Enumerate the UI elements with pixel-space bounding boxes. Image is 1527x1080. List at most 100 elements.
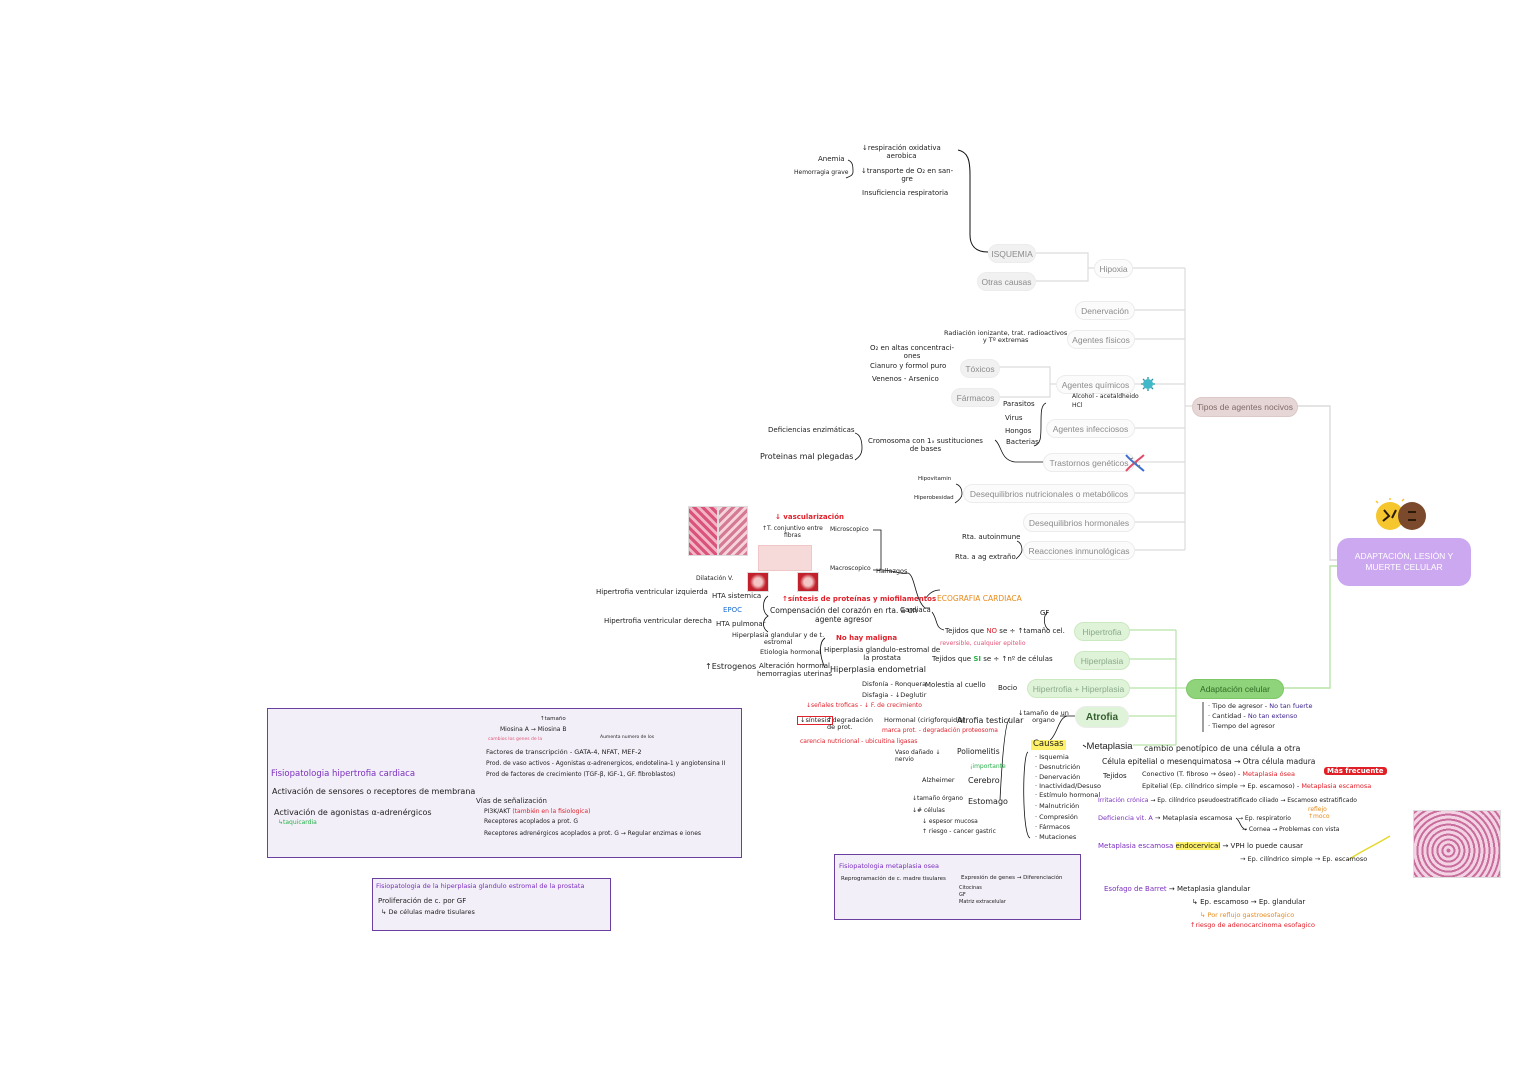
- root-node-adaptacion[interactable]: ADAPTACIÓN, LESIÓN Y MUERTE CELULAR: [1337, 538, 1471, 586]
- note-cardiaca: Cardiaca: [900, 606, 931, 614]
- branch-adaptacion-celular[interactable]: Adaptación celular: [1186, 679, 1284, 699]
- box-hipertrofia-aumenta: Aumenta numero de los: [600, 735, 655, 740]
- node-toxicos[interactable]: Tóxicos: [960, 359, 1000, 378]
- note-met-osea: Metaplasia ósea: [1242, 770, 1296, 778]
- heart-image-1: [747, 572, 769, 592]
- node-hipertrofia[interactable]: Hipertrofia: [1074, 622, 1130, 641]
- note-hiperplasia-endometrial: Hiperplasia endometrial: [830, 665, 927, 674]
- node-hipertrofia-hiperplasia[interactable]: Hipertrofia + Hiperplasia: [1027, 679, 1130, 698]
- node-hipoxia[interactable]: Hipoxia: [1094, 259, 1133, 278]
- note-hta-pulmonar: HTA pulmonar: [716, 620, 766, 628]
- branch-tipos-agentes-nocivos[interactable]: Tipos de agentes nocivos: [1192, 397, 1298, 417]
- box-prostata-line1: Proliferación de c. por GF: [378, 897, 467, 905]
- note-conectivo: Conectivo (T. fibroso → óseo) - Metaplas…: [1142, 770, 1296, 778]
- note-causa-4: · Inactividad/Desuso: [1035, 782, 1102, 790]
- node-agentes-fisicos[interactable]: Agentes físicos: [1067, 330, 1135, 349]
- note-transp2: gre: [901, 175, 913, 184]
- note-ta: No tan fuerte: [1269, 702, 1313, 710]
- note-transp1: ↓transporte de O₂ en san-: [861, 167, 954, 175]
- heart-diagram: [758, 545, 812, 571]
- note-senales: ↓señales troficas - ↓ F. de crecimiento: [806, 702, 922, 709]
- histology-image-1: [688, 506, 718, 556]
- note-alcohol: Alcohol - acetaldheido: [1072, 393, 1139, 400]
- note-disfonia: Disfonía - Ronquera: [862, 680, 927, 688]
- note-cromosoma1: Cromosoma con 1ₓ sustituciones: [868, 437, 983, 445]
- note-tipo-agresor: · Tipo de agresor - No tan fuerte: [1208, 702, 1313, 710]
- note-causa-7: · Compresión: [1035, 813, 1078, 821]
- note-o2: O₂ en altas concentraci-ones: [870, 344, 954, 360]
- note-hvi: Hipertrofia ventricular izquierda: [596, 588, 708, 596]
- note-hongos: Hongos: [1005, 427, 1032, 435]
- note-microscopico: Microscopico: [830, 526, 869, 533]
- node-otras-causas[interactable]: Otras causas: [977, 272, 1036, 291]
- note-carencia: carencia nutricional - ubicuitina ligasa…: [800, 738, 918, 745]
- brain-emoji-icon: [1370, 498, 1434, 532]
- note-riesgo-gastric: ↑ riesgo - cancer gastric: [922, 828, 996, 835]
- note-comp2: agente agresor: [815, 614, 873, 624]
- note-proteinas: Proteinas mal plegadas: [760, 452, 854, 461]
- note-ta-pre: · Tipo de agresor -: [1208, 702, 1268, 710]
- note-cambio: cambio penotípico de una célula a otra: [1144, 744, 1301, 753]
- note-deficiencia-text: → Metaplasia escamosa: [1154, 814, 1233, 822]
- note-tsi-post: se ÷ ↑nº de células: [983, 655, 1053, 663]
- note-riesgo-adeno: ↑riesgo de adenocarcinoma esofagico: [1190, 921, 1315, 929]
- note-deficiencia: Deficiencia vit. A → Metaplasia escamosa: [1098, 814, 1233, 822]
- note-insuficiencia: Insuficiencia respiratoria: [862, 189, 949, 197]
- node-desequilibrios-nutricionales[interactable]: Desequilibrios nutricionales o metabólic…: [963, 484, 1135, 503]
- node-trastornos-geneticos[interactable]: Trastornos genéticos: [1043, 453, 1135, 472]
- note-irritacion-label: Irritación crónica: [1098, 797, 1149, 804]
- node-isquemia[interactable]: ISQUEMIA: [988, 244, 1036, 263]
- note-tsi-pre: Tejidos que: [932, 655, 972, 663]
- node-farmacos[interactable]: Fármacos: [951, 388, 1000, 407]
- note-hta-sistemica: HTA sistemica: [712, 592, 762, 600]
- note-reflejo1: reflejo: [1308, 806, 1327, 813]
- note-conectivo-text: Conectivo (T. fibroso → óseo) -: [1142, 770, 1241, 778]
- node-metaplasia[interactable]: Metaplasia: [1086, 737, 1133, 756]
- note-hormonal: Hormonal (cirigforquidia): [884, 716, 966, 724]
- box-hipertrofia-act1: Activación de sensores o receptores de m…: [272, 787, 476, 796]
- box-fisiopatologia-hipertrofia: Fisiopatologia hipertrofia cardiaca Acti…: [267, 708, 742, 858]
- note-atrofia-testicular: Atrofia testicular: [957, 716, 1024, 725]
- note-comp1: Compensación del corazón en rta. a un: [770, 606, 918, 615]
- note-resp1: ↓respiración oxidativa: [862, 144, 941, 152]
- node-reacciones-inmunologicas[interactable]: Reacciones inmunológicas: [1023, 541, 1135, 560]
- note-alt2: hemorragias uterinas: [757, 670, 833, 679]
- note-met-endo: Metaplasia escamosa endocervical → VPH l…: [1098, 842, 1303, 850]
- note-tejidos-no: Tejidos que NO se ÷ ↑tamaño cel.: [945, 627, 1065, 635]
- note-to1: ↓tamaño de un: [1018, 709, 1069, 717]
- node-agentes-infecciosos[interactable]: Agentes infecciosos: [1046, 419, 1135, 438]
- node-desequilibrios-hormonales[interactable]: Desequilibrios hormonales: [1023, 513, 1135, 532]
- note-o2b: ones: [903, 352, 921, 361]
- note-irritacion: Irritación crónica → Ep. cilíndrico pseu…: [1098, 797, 1357, 805]
- note-sintesis: ↑síntesis de proteínas y miofilamentos: [782, 595, 937, 603]
- note-epoc: EPOC: [723, 606, 743, 614]
- note-macroscopico: Macroscopico: [830, 565, 871, 572]
- node-atrofia[interactable]: Atrofia: [1075, 706, 1129, 728]
- note-hvd: Hipertrofia ventricular derecha: [604, 617, 712, 625]
- note-cerebro: Cerebro: [968, 776, 1000, 785]
- note-alt1: Alteración hormonal: [759, 662, 830, 670]
- node-agentes-quimicos[interactable]: Agentes químicos: [1056, 375, 1135, 394]
- note-deficiencia-label: Deficiencia vit. A: [1098, 814, 1153, 822]
- note-vascularizacion: ↓ vascularización: [775, 513, 845, 521]
- note-vaso: Vaso dañado ↓nervio: [895, 749, 940, 764]
- node-hiperplasia[interactable]: Hiperplasia: [1074, 651, 1130, 670]
- note-alzheimer: Alzheimer: [922, 776, 955, 784]
- note-mas-frecuente: Más frecuente: [1324, 767, 1387, 776]
- note-hallazgos: Hallazgos: [876, 567, 908, 575]
- note-vph: → VPH lo puede causar: [1222, 842, 1304, 850]
- note-transporte: ↓transporte de O₂ en san-gre: [861, 167, 953, 183]
- note-causa-8: · Fármacos: [1035, 823, 1071, 831]
- box-fisiopatologia-prostata: Fisiopatologia de la hiperplasia glandul…: [372, 878, 611, 931]
- note-cel: ↓# células: [912, 807, 945, 814]
- note-endocervical: endocervical: [1175, 842, 1221, 850]
- node-denervacion[interactable]: Denervación: [1075, 301, 1135, 320]
- note-tiempo: · Tiempo del agresor: [1208, 722, 1275, 730]
- note-deficiencias: Deficiencias enzimáticas: [768, 426, 855, 434]
- note-no-maligna: No hay maligna: [836, 634, 898, 642]
- note-epitelial: Epitelial (Ep. cilíndrico simple → Ep. e…: [1142, 782, 1371, 790]
- note-estomago: Estomago: [968, 797, 1008, 806]
- box-metaplasia-title: Fisiopatologia metaplasia osea: [839, 862, 940, 870]
